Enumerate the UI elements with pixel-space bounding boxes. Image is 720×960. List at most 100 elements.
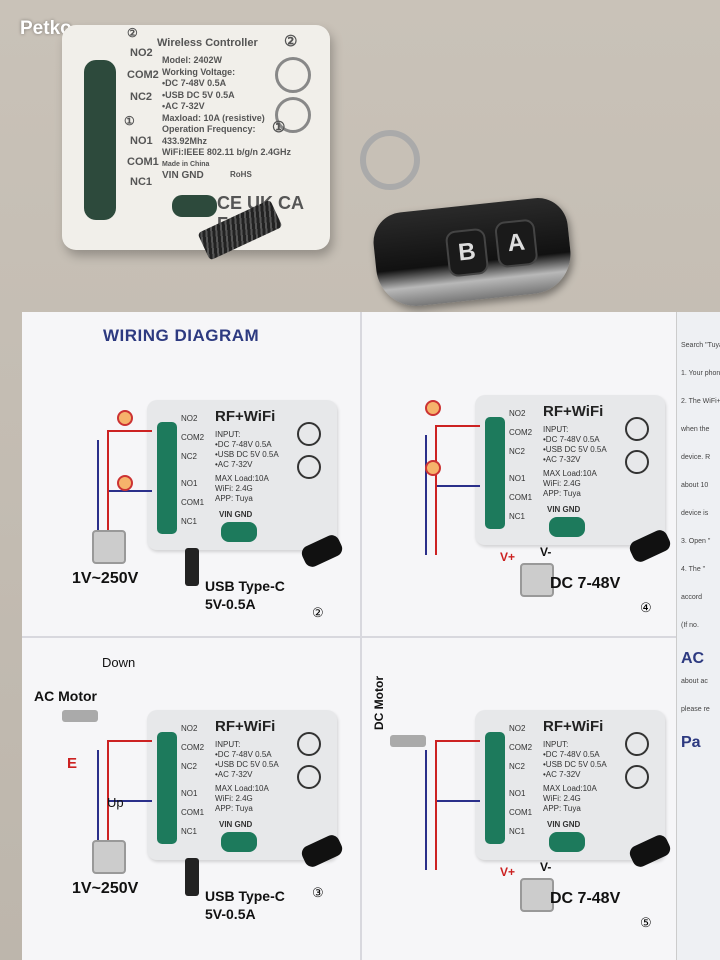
remote-button-b[interactable]: B — [444, 227, 490, 278]
spec-line: MAX Load:10A — [215, 784, 269, 793]
spec-line: APP: Tuya — [543, 804, 581, 813]
spec-line: WiFi: 2.4G — [543, 794, 581, 803]
rohs-mark: RoHS — [230, 170, 252, 179]
rf-remote: B A — [370, 195, 575, 310]
terminal-label: NC2 — [181, 452, 198, 461]
card-title: RF+WiFi — [215, 408, 276, 425]
wire-blue — [435, 800, 480, 802]
usb-connector-icon — [185, 548, 199, 586]
v-minus-label: V- — [540, 545, 552, 559]
terminal-label: COM2 — [509, 743, 533, 752]
wire-red — [435, 425, 480, 427]
usb-label: USB Type-C — [205, 888, 285, 904]
spec-line: •USB DC 5V 0.5A — [162, 89, 235, 100]
terminal-strip — [157, 422, 177, 534]
power-plug-icon — [520, 878, 554, 912]
watermark: Petko — [20, 18, 72, 39]
spec-line: VIN GND — [162, 170, 204, 181]
fold-line — [22, 636, 682, 638]
spec-line: •DC 7-48V 0.5A — [543, 435, 600, 444]
side-text-line: 4. The " — [681, 566, 706, 573]
wire-blue — [107, 800, 152, 802]
vin-gnd-label: VIN GND — [219, 510, 253, 519]
page-number: ⑤ — [640, 915, 652, 930]
channel-1-button[interactable] — [275, 97, 311, 133]
button-ring — [297, 732, 321, 756]
wire-blue — [425, 750, 427, 870]
button-ring — [625, 765, 649, 789]
terminal-label: COM2 — [181, 743, 205, 752]
terminal-label: NC1 — [130, 176, 153, 188]
wire-red — [107, 740, 152, 742]
channel-2-label: ② — [127, 26, 138, 40]
spec-line: •AC 7-32V — [215, 770, 253, 779]
power-terminal — [549, 832, 585, 852]
terminal-label: NC1 — [509, 512, 526, 521]
terminal-label: COM1 — [509, 808, 533, 817]
spec-line: 433.92Mhz — [162, 135, 208, 146]
terminal-strip — [485, 417, 505, 529]
terminal-label: NO2 — [509, 409, 526, 418]
power-terminal — [172, 195, 217, 217]
terminal-label: NC1 — [509, 827, 526, 836]
spec-line: APP: Tuya — [215, 494, 253, 503]
wire-red — [107, 740, 109, 870]
wireless-controller: Wireless Controller ② NO2 COM2 NC2 ① NO1… — [62, 25, 330, 250]
power-plug-icon — [92, 530, 126, 564]
spec-line: Made in China — [162, 160, 210, 168]
terminal-label: COM2 — [181, 433, 205, 442]
spec-line: •USB DC 5V 0.5A — [215, 450, 279, 459]
spec-line: •DC 7-48V 0.5A — [162, 78, 227, 88]
channel-2-button[interactable] — [275, 57, 311, 93]
controller-spec: Model: 2402W Working Voltage: •DC 7-48V … — [162, 55, 291, 182]
terminal-label: NO2 — [181, 414, 198, 423]
side-text-line: 1. Your phon — [681, 370, 720, 377]
side-text-line: when the — [681, 426, 710, 433]
button-ring — [625, 732, 649, 756]
terminal-label: NC2 — [130, 91, 153, 103]
spec-line: INPUT: — [215, 430, 241, 439]
terminal-label: NO1 — [509, 474, 526, 483]
v-plus-label: V+ — [500, 550, 516, 564]
page-number: ③ — [312, 885, 324, 900]
spec-line: MAX Load:10A — [543, 784, 597, 793]
terminal-label: NC2 — [181, 762, 198, 771]
wire-red — [435, 425, 437, 555]
side-text-line: (If no. — [681, 622, 699, 629]
remote-button-a[interactable]: A — [493, 218, 539, 269]
side-text-line: device is — [681, 510, 709, 517]
wire-red — [435, 740, 480, 742]
spec-line: •AC 7-32V — [162, 101, 205, 111]
spec-line: MAX Load:10A — [215, 474, 269, 483]
power-plug-icon — [520, 563, 554, 597]
v-plus-label: V+ — [500, 865, 516, 879]
terminal-label: NO1 — [181, 479, 198, 488]
spec-line: Maxload: 10A (resistive) — [162, 112, 265, 123]
spec-line: •DC 7-48V 0.5A — [215, 440, 272, 449]
motor-icon — [390, 735, 426, 747]
terminal-label: NC2 — [509, 447, 526, 456]
terminal-strip — [485, 732, 505, 844]
page-number: ② — [312, 605, 324, 620]
spec-line: Operation Frequency: — [162, 124, 256, 134]
spec-line: INPUT: — [543, 740, 569, 749]
side-text-line: device. R — [681, 454, 711, 461]
keyring-icon — [360, 130, 420, 190]
button-ring — [625, 417, 649, 441]
power-plug-icon — [92, 840, 126, 874]
spec-line: •DC 7-48V 0.5A — [215, 750, 272, 759]
button-ring — [297, 455, 321, 479]
wire-red — [107, 430, 152, 432]
terminal-label: NO1 — [509, 789, 526, 798]
side-text-line: 3. Open " — [681, 538, 711, 545]
channel-2-label: ② — [284, 33, 298, 50]
usb-label: USB Type-C — [205, 578, 285, 594]
terminal-label: COM2 — [509, 428, 533, 437]
v-minus-label: V- — [540, 860, 552, 874]
spec-line: •DC 7-48V 0.5A — [543, 750, 600, 759]
power-terminal — [221, 522, 257, 542]
